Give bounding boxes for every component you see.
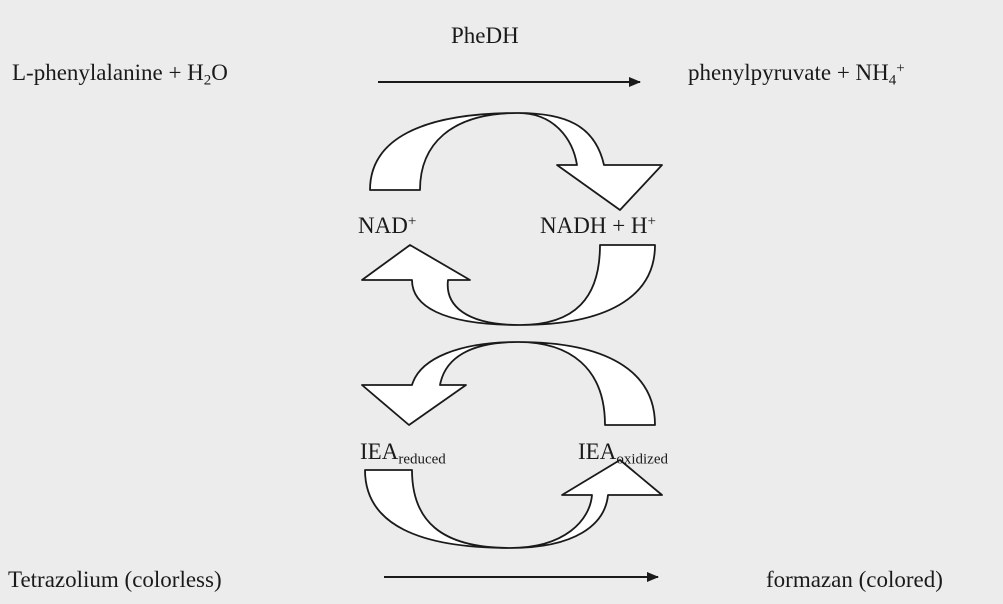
curved-arrow-bottom-left <box>361 244 656 326</box>
iea-reduced-label: IEAreduced <box>360 439 446 468</box>
products-label: phenylpyruvate + NH4+ <box>688 60 905 89</box>
enzyme-label: PheDH <box>451 23 519 48</box>
curved-arrow-middle-left <box>361 341 656 426</box>
nad-oxidized-label: NAD+ <box>358 213 417 238</box>
iea-oxidized-label: IEAoxidized <box>578 439 668 468</box>
curved-arrow-lower-right <box>364 459 663 549</box>
substrate-label: L-phenylalanine + H2O <box>12 60 228 89</box>
curved-arrow-top-right <box>369 112 663 211</box>
tetrazolium-label: Tetrazolium (colorless) <box>8 567 222 592</box>
formazan-label: formazan (colored) <box>766 567 943 592</box>
nadh-reduced-label: NADH + H+ <box>540 213 656 238</box>
